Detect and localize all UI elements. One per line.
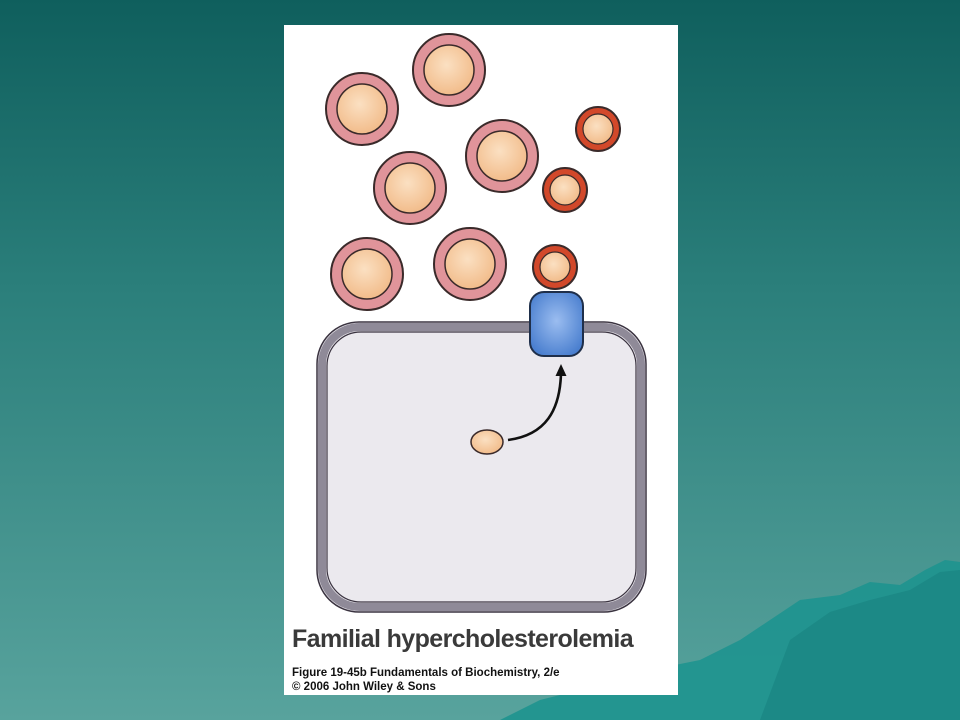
small-lipoprotein-icon: [575, 106, 621, 152]
caption-line-2: © 2006 John Wiley & Sons: [292, 681, 436, 693]
ldl-receptor-icon: [529, 291, 584, 357]
diagram-illustration: [316, 33, 647, 613]
ldl-particle-icon: [330, 237, 404, 311]
ldl-particle-icon: [373, 151, 447, 225]
figure-title: Familial hypercholesterolemia: [292, 625, 634, 653]
small-lipoprotein-icon: [532, 244, 578, 290]
figure-caption: Figure 19-45b Fundamentals of Biochemist…: [292, 666, 676, 694]
arrowhead-icon: [555, 364, 567, 376]
ldl-particle-icon: [433, 227, 507, 301]
ldl-particle-icon: [325, 72, 399, 146]
ldl-particle-icon: [412, 33, 486, 107]
ldl-particle-icon: [465, 119, 539, 193]
figure-panel: Familial hypercholesterolemia Figure 19-…: [284, 25, 678, 695]
transport-arrow-icon: [507, 372, 563, 442]
vesicle-icon: [470, 429, 504, 455]
caption-line-1: Figure 19-45b Fundamentals of Biochemist…: [292, 667, 560, 679]
cell-membrane: [318, 323, 645, 611]
cell-interior: [326, 331, 637, 603]
small-lipoprotein-icon: [542, 167, 588, 213]
mountain-shadow: [760, 570, 960, 720]
